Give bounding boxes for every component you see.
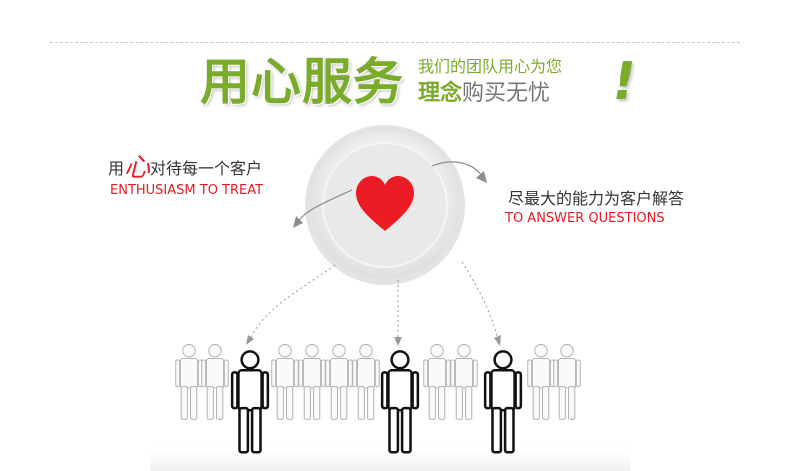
sub-title-bottom: 理念购买无忧 <box>418 80 550 108</box>
highlighted-person-icon <box>483 350 523 454</box>
person-icon <box>175 343 203 420</box>
left-caption-en: ENTHUSIASM TO TREAT <box>110 183 264 198</box>
person-icon <box>298 343 326 420</box>
main-title: 用心服务 <box>200 53 404 111</box>
person-icon <box>201 343 229 420</box>
sub-title-rest: 购买无忧 <box>462 81 551 106</box>
sub-title-bold: 理念 <box>418 81 463 106</box>
highlighted-person-icon <box>230 350 270 454</box>
left-caption-prefix: 用 <box>108 159 125 178</box>
right-arrow-head <box>476 171 487 183</box>
person-icon <box>450 343 478 420</box>
left-caption-highlight: 心 <box>124 153 151 183</box>
dotted-pointers <box>249 261 499 341</box>
pointer-head-center <box>394 337 402 346</box>
pointer-head-right <box>494 335 501 346</box>
person-icon <box>352 343 380 420</box>
person-icon <box>423 343 451 420</box>
right-curved-arrow <box>431 161 483 177</box>
left-caption-cn: 用心对待每一个客户 <box>108 153 263 183</box>
pointer-head-left <box>246 335 254 345</box>
person-icon <box>527 343 555 420</box>
curved-arrow-icon <box>297 189 353 223</box>
person-icon <box>325 343 353 420</box>
left-arrow-head <box>293 216 303 228</box>
highlighted-person-icon <box>380 350 420 454</box>
dashed-divider <box>50 42 740 43</box>
person-icon <box>271 343 299 420</box>
left-caption-rest: 对待每一个客户 <box>150 159 263 178</box>
heart-icon <box>356 176 414 231</box>
person-icon <box>553 343 581 420</box>
sub-title-top: 我们的团队用心为您 <box>418 57 563 76</box>
right-caption-en: TO ANSWER QUESTIONS <box>505 211 665 226</box>
right-caption-cn: 尽最大的能力为客户解答 <box>508 189 685 208</box>
